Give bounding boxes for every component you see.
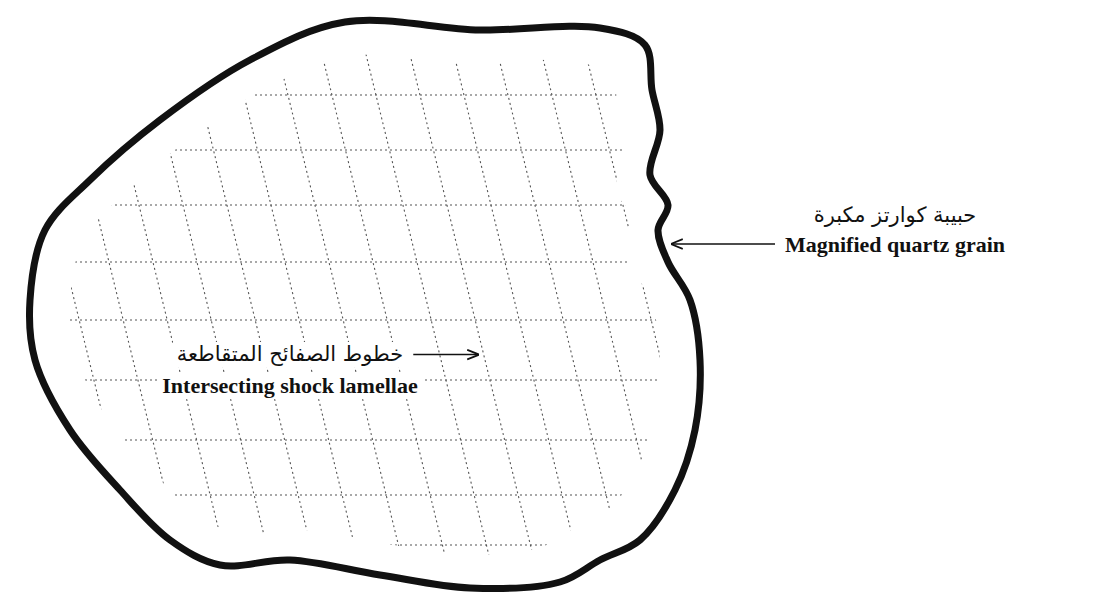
leader-arrow	[413, 354, 478, 356]
lamella-line	[404, 30, 539, 580]
lamella-line	[360, 30, 495, 580]
lamella-line	[184, 30, 319, 580]
lamella-line	[228, 30, 363, 580]
lamella-line	[60, 204, 680, 205]
lamellae-label: Intersecting shock lamellae	[158, 373, 421, 399]
lamella-line	[96, 30, 231, 580]
grain-outline	[29, 20, 700, 588]
lamella-line	[492, 30, 627, 580]
lamella-line	[140, 30, 275, 580]
lamella-line	[60, 94, 680, 95]
lamella-line	[316, 30, 451, 580]
leader-arrow	[672, 243, 775, 245]
lamella-line	[272, 30, 407, 580]
lamella-line	[536, 30, 671, 580]
lamellae-label: خطوط الصفائح المتقاطعة	[173, 342, 408, 367]
lamella-line	[60, 149, 680, 150]
lamella-line	[60, 494, 680, 495]
lamella-line	[60, 544, 680, 545]
lamella-line	[0, 30, 99, 580]
shock-lamellae	[0, 30, 759, 580]
grain-label: Magnified quartz grain	[781, 232, 1009, 258]
lamella-line	[60, 261, 680, 262]
lamella-line	[60, 319, 680, 320]
grain-label: حبيبة كوارتز مكبرة	[810, 203, 981, 228]
lamella-line	[448, 30, 583, 580]
